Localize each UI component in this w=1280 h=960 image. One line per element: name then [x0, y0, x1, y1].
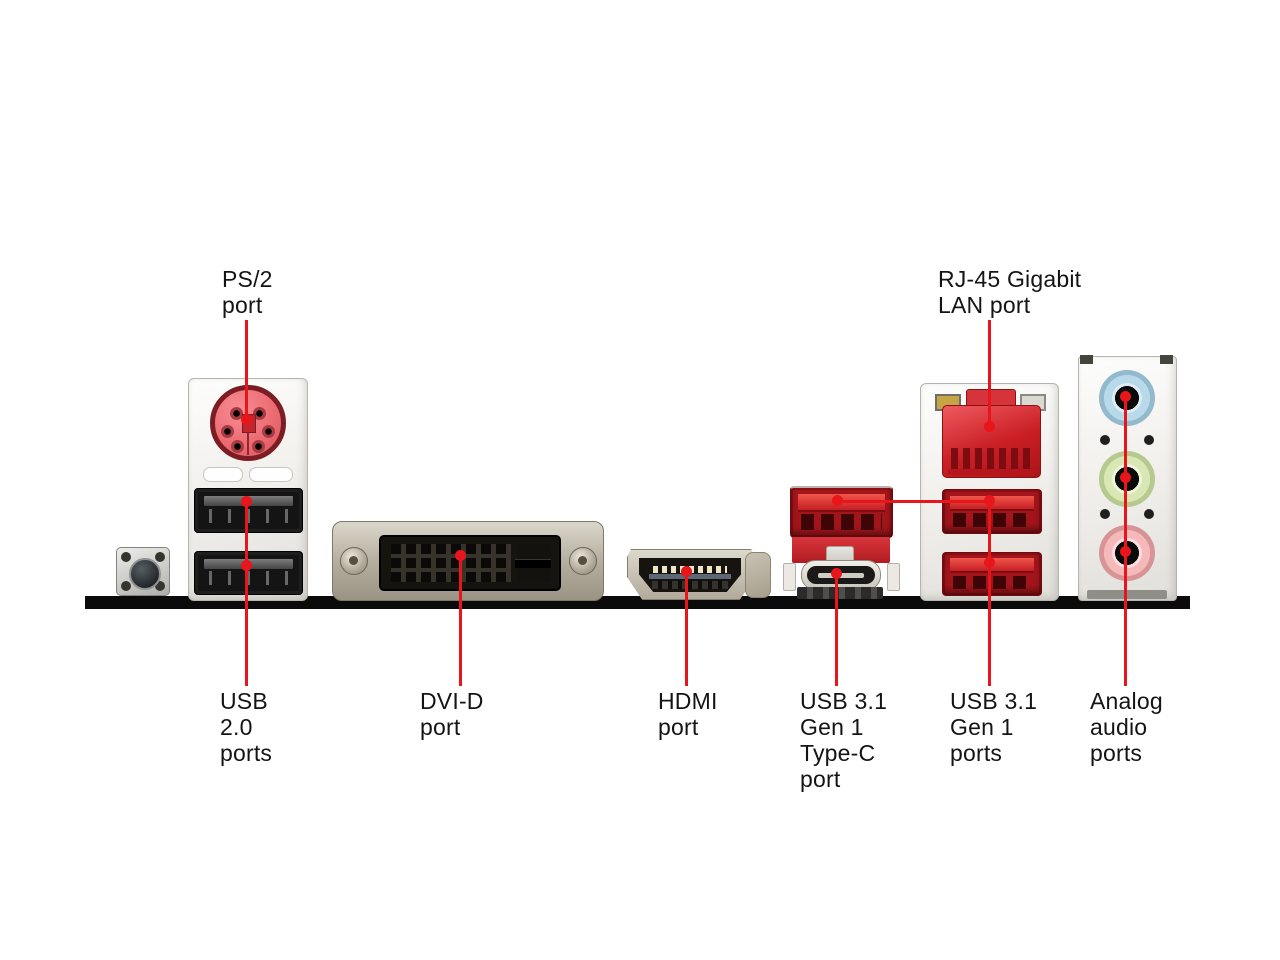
usb-contacts	[208, 571, 289, 585]
audio-vent-hole	[1144, 509, 1154, 519]
callout-dot-audio-green	[1120, 472, 1131, 483]
label-line: port	[222, 292, 263, 318]
usb-contacts	[952, 513, 1032, 527]
dvi-pin-grid	[391, 544, 511, 582]
dvi-blade-slot	[515, 559, 551, 568]
label-line: port	[420, 714, 461, 740]
usb20-ports-label: USB 2.0 ports	[220, 688, 272, 766]
callout-dot-usb31-lower	[984, 557, 995, 568]
callout-dot-usb20-bottom	[241, 560, 252, 571]
bracket-tab	[1160, 355, 1173, 364]
callout-dot-dvid	[455, 550, 466, 561]
callout-line-dvid	[459, 556, 462, 686]
usb31-ports-label: USB 3.1 Gen 1 ports	[950, 688, 1037, 766]
audio-vent-hole	[1100, 509, 1110, 519]
label-line: PS/2	[222, 266, 273, 292]
label-line: Analog	[1090, 688, 1163, 714]
dvi-d-port	[332, 521, 604, 601]
bracket-nub	[203, 467, 243, 482]
label-line: port	[658, 714, 699, 740]
callout-line-usb31-vertical	[988, 501, 991, 686]
usb-contacts	[208, 508, 289, 523]
callout-dot-usb31-right	[984, 495, 995, 506]
button-corner-rivet	[155, 552, 165, 562]
label-line: Gen 1	[950, 714, 1014, 740]
hdmi-lower-contacts	[652, 581, 728, 589]
label-line: DVI-D	[420, 688, 484, 714]
label-line: ports	[1090, 740, 1143, 766]
ps2-port-label: PS/2 port	[222, 266, 273, 318]
label-line: ports	[220, 740, 273, 766]
callout-dot-hdmi	[681, 566, 692, 577]
label-line: HDMI	[658, 688, 718, 714]
ps2-pin	[230, 407, 243, 420]
label-line: audio	[1090, 714, 1148, 740]
label-line: USB 3.1	[800, 688, 888, 714]
callout-dot-ps2	[241, 414, 252, 425]
typec-side-clip	[887, 563, 900, 591]
callout-line-usbc	[835, 574, 838, 686]
ps2-seam	[247, 423, 249, 455]
usbc-port-label: USB 3.1 Gen 1 Type-C port	[800, 688, 887, 792]
callout-dot-rj45	[984, 421, 995, 432]
callout-line-usb20	[245, 500, 248, 686]
rj45-pin-comb	[951, 448, 1031, 470]
rj45-bottom-lip	[948, 469, 1034, 475]
bracket-nub	[249, 467, 293, 482]
typec-base	[797, 587, 883, 599]
audio-bracket-foot	[1087, 590, 1167, 599]
typec-side-clip	[783, 563, 796, 591]
button-corner-rivet	[155, 581, 165, 591]
hdmi-port-label: HDMI port	[658, 688, 718, 740]
label-line: port	[800, 766, 841, 792]
callout-line-ps2	[245, 320, 248, 421]
hdmi-tongue	[649, 574, 731, 579]
label-line: ports	[950, 740, 1003, 766]
label-line: 2.0	[220, 714, 253, 740]
ps2-pin	[253, 407, 266, 420]
usb2-port-top	[194, 488, 303, 533]
button-corner-rivet	[121, 552, 131, 562]
dvi-connector-body	[379, 535, 561, 591]
usb31-gen1-port-left	[790, 486, 893, 538]
ps2-pin	[252, 440, 265, 453]
callout-dot-audio-pink	[1120, 546, 1131, 557]
callout-line-audio	[1124, 397, 1127, 686]
label-line: USB 3.1	[950, 688, 1038, 714]
callout-dot-audio-blue	[1120, 391, 1131, 402]
dvi-screw-post	[569, 547, 597, 575]
bracket-tab	[1080, 355, 1093, 364]
label-line: USB	[220, 688, 268, 714]
callout-dot-usb20-top	[241, 496, 252, 507]
usb31-typec-group	[783, 484, 900, 599]
callout-line-hdmi	[685, 572, 688, 686]
usb2-port-bottom	[194, 551, 303, 595]
usb-contacts	[801, 514, 882, 531]
callout-dot-usb31-left	[832, 495, 843, 506]
callout-dot-usbc	[831, 568, 842, 579]
audio-ports-label: Analog audio ports	[1090, 688, 1163, 766]
bracket-piece	[745, 552, 771, 598]
rj45-port-label: RJ-45 Gigabit LAN port	[938, 266, 1081, 318]
button-corner-rivet	[121, 581, 131, 591]
label-line: LAN port	[938, 292, 1031, 318]
hdmi-port	[627, 549, 755, 600]
clear-cmos-button	[116, 547, 170, 596]
rj45-lan-port	[942, 405, 1041, 478]
dvi-screw-post	[340, 547, 368, 575]
label-line: RJ-45 Gigabit	[938, 266, 1082, 292]
audio-vent-hole	[1144, 435, 1154, 445]
label-line: Type-C	[800, 740, 876, 766]
usb-contacts	[952, 575, 1032, 590]
ps2-pin	[262, 425, 275, 438]
callout-line-rj45	[988, 320, 991, 428]
callout-line-usb31-horizontal	[837, 500, 990, 503]
audio-vent-hole	[1100, 435, 1110, 445]
dvid-port-label: DVI-D port	[420, 688, 484, 740]
button-cap	[129, 558, 161, 590]
label-line: Gen 1	[800, 714, 864, 740]
ps2-pin	[221, 425, 234, 438]
ps2-pin	[231, 440, 244, 453]
